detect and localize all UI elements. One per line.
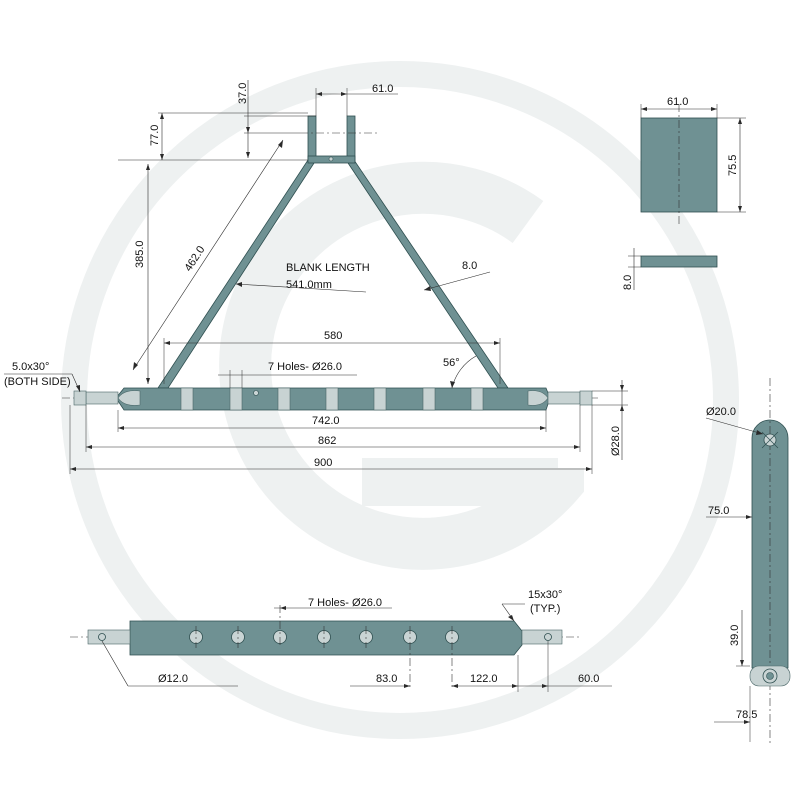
- dim-tower-height: 77.0: [149, 125, 161, 146]
- front-view: 61.0 37.0 77.0 385.0 462.0 BLANK LENGTH …: [4, 80, 628, 474]
- bottom-chamfer-note: (TYP.): [530, 603, 560, 615]
- plate-edge: [640, 255, 718, 268]
- bottom-dim-end-hole: 122.0: [470, 673, 498, 685]
- hole-bands: [180, 387, 484, 411]
- side-view: Ø20.0 75.0 39.0 78.5: [705, 378, 791, 745]
- plate-dim-thickness: 8.0: [622, 275, 634, 290]
- left-pin: [85, 391, 119, 405]
- bottom-view: 7 Holes- Ø26.0 15x30° (TYP.) Ø12.0 83.0 …: [70, 589, 612, 692]
- bottom-left-pin: [87, 629, 131, 645]
- dim-bar-holes-span: 742.0: [312, 415, 340, 427]
- dim-leg-spread: 580: [324, 330, 342, 342]
- tower-right-plate: [346, 115, 356, 163]
- bottom-right-pin: [521, 629, 563, 645]
- plate-dim-width: 61.0: [667, 96, 688, 108]
- chamfer-label: 5.0x30°: [12, 361, 49, 373]
- dim-total-length: 900: [314, 457, 332, 469]
- bottom-dim-pin-hole: Ø12.0: [158, 673, 188, 685]
- bottom-holes: [189, 605, 459, 690]
- plate-view: 61.0 75.5 8.0: [622, 96, 746, 290]
- dim-tower-width: 61.0: [372, 83, 393, 95]
- side-dim-height: 75.0: [708, 505, 729, 517]
- bottom-chamfer-label: 15x30°: [528, 589, 562, 601]
- angle-label: 56°: [443, 357, 460, 369]
- dim-tower-top: 37.0: [237, 83, 249, 104]
- side-dim-width: 78.5: [736, 709, 757, 721]
- bottom-dim-hole-pitch: 83.0: [376, 673, 397, 685]
- front-holes-label: 7 Holes- Ø26.0: [268, 361, 342, 373]
- bottom-dim-pin-end: 60.0: [578, 673, 599, 685]
- dim-leg-length: 462.0: [182, 244, 207, 274]
- plate-dim-height: 75.5: [727, 155, 739, 176]
- dim-bar-diameter: Ø28.0: [610, 426, 622, 456]
- dim-bar-body: 862: [318, 435, 336, 447]
- dim-leg-thickness: 8.0: [462, 260, 477, 272]
- dim-frame-height: 385.0: [134, 240, 146, 268]
- chamfer-note: (BOTH SIDE): [4, 376, 71, 388]
- bottom-holes-label: 7 Holes- Ø26.0: [308, 597, 382, 609]
- side-dim-bottom: 39.0: [729, 625, 741, 646]
- blank-length-title: BLANK LENGTH: [286, 262, 370, 274]
- right-pin: [547, 391, 581, 405]
- tower-left-plate: [307, 115, 317, 163]
- side-dim-top-hole: Ø20.0: [706, 406, 736, 418]
